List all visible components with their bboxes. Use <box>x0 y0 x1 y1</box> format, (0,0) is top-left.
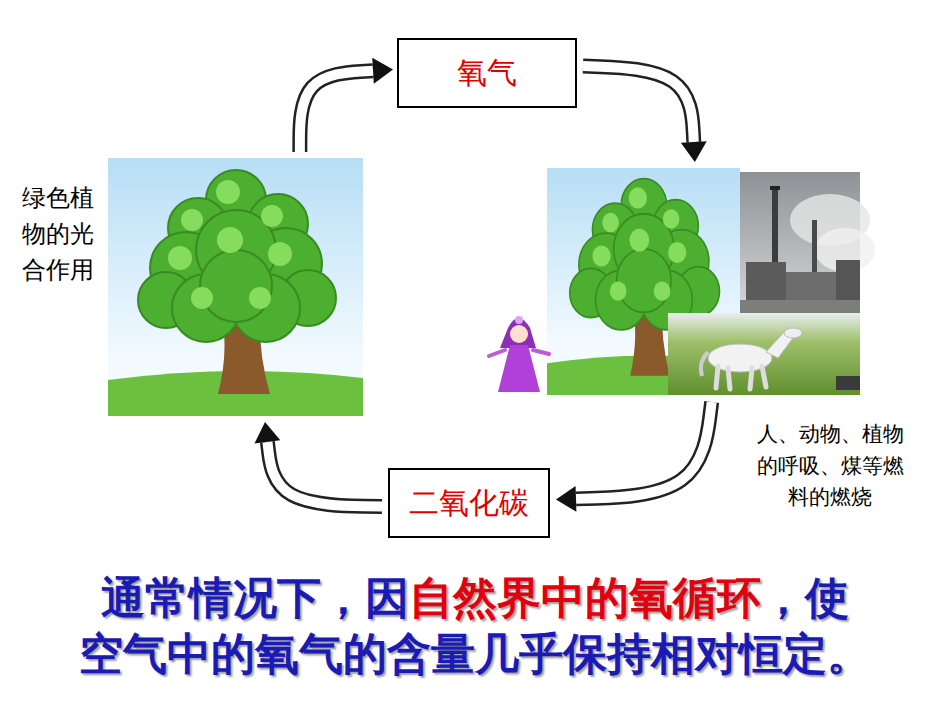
tree-picture <box>108 158 363 416</box>
carbon-dioxide-box: 二氧化碳 <box>388 468 550 538</box>
horse-picture <box>668 313 860 395</box>
summary-phrase: ，使 <box>761 573 849 622</box>
summary-line: 空气中的氧气的含量几乎保持相对恒定。 <box>0 626 950 682</box>
cycle-arrow <box>300 58 393 152</box>
arrow-body <box>576 402 712 499</box>
summary-phrase: 空气中的氧气的含量几乎保持相对恒定。 <box>79 629 871 678</box>
caption-text: 人、动物、植物的呼吸、煤等燃料的燃烧 <box>755 418 905 513</box>
arrow-outline <box>267 442 382 507</box>
summary-phrase: 自然界中的氧循环 <box>409 573 761 622</box>
arrow-body <box>583 66 694 142</box>
photosynthesis-node: 绿色植物的光合作用 <box>18 158 363 416</box>
node-label: 氧气 <box>457 53 517 94</box>
arrow-outline <box>300 71 373 152</box>
cycle-arrow <box>255 422 382 507</box>
summary-line: 通常情况下，因自然界中的氧循环，使 <box>0 570 950 626</box>
cycle-arrow <box>583 66 707 162</box>
caption-text: 绿色植物的光合作用 <box>22 180 98 288</box>
factory-picture <box>740 172 875 318</box>
arrow-head <box>372 58 393 84</box>
arrow-head <box>255 422 281 443</box>
oxygen-box: 氧气 <box>397 38 577 108</box>
arrow-head <box>681 141 707 162</box>
cycle-arrow <box>556 402 712 512</box>
arrow-head <box>556 486 576 512</box>
arrow-body <box>267 442 382 507</box>
respiration-node: 人、动物、植物的呼吸、煤等燃料的燃烧 <box>547 168 930 520</box>
arrow-outline <box>583 66 694 142</box>
summary-phrase: 通常情况下，因 <box>101 573 409 622</box>
summary-text: 通常情况下，因自然界中的氧循环，使空气中的氧气的含量几乎保持相对恒定。 <box>0 570 950 682</box>
arrow-outline <box>576 402 712 499</box>
node-label: 二氧化碳 <box>409 483 529 524</box>
girl-figure <box>489 316 549 392</box>
arrow-body <box>300 71 373 152</box>
